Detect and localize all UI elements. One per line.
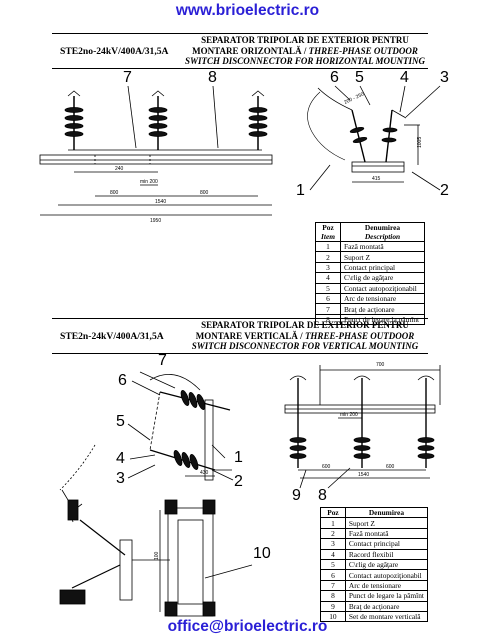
legend-col2-en: Description (364, 232, 401, 241)
dim-1950: 1950 (150, 218, 161, 224)
s1-callout-1: 1 (296, 182, 305, 199)
email-link[interactable]: office@brioelectric.ro (167, 618, 328, 635)
s2-callout-2: 2 (234, 473, 243, 490)
section1-title-en-1: THREE-PHASE OUTDOOR (308, 45, 418, 56)
section1-title-ro-1: SEPARATOR TRIPOLAR DE EXTERIOR PENTRU (201, 35, 409, 45)
s1-callout-3: 3 (440, 69, 449, 86)
section1-title-sep: / (303, 45, 307, 56)
section2-title-ro-2: MONTARE VERTICALĂ (195, 330, 298, 341)
dim-min200-2: min 200 (340, 412, 358, 418)
legend-col2-ro: Denumirea (364, 223, 401, 232)
section2-header: STE2n-24kV/400A/31,5A SEPARATOR TRIPOLAR… (52, 318, 428, 354)
side-view-2 (59, 371, 234, 491)
dim-700: 700 (376, 362, 385, 368)
dim-100: 100 (154, 551, 160, 560)
s1-callout-8: 8 (208, 69, 217, 86)
s1-callout-5: 5 (355, 69, 364, 86)
s2-callout-4: 4 (116, 450, 125, 467)
dim-1540: 1540 (155, 199, 166, 205)
side-view-1 (307, 85, 441, 191)
section2-title-ro-1: SEPARATOR TRIPOLAR DE EXTERIOR PENTRU (201, 320, 409, 330)
s1-callout-6: 6 (330, 69, 339, 86)
dim-600a: 600 (322, 464, 331, 470)
dim-800a: 800 (110, 190, 119, 196)
section2-title-en-1: THREE-PHASE OUTDOOR (304, 330, 415, 341)
section1-title-ro-2: MONTARE ORIZONTALĂ (192, 45, 302, 56)
s2-callout-7: 7 (158, 352, 167, 369)
dim-415: 415 (372, 176, 381, 182)
dim-240: 240 (115, 166, 124, 172)
s2-callout-6: 6 (118, 372, 127, 389)
insulator-2 (148, 90, 168, 150)
website-link[interactable]: www.brioelectric.ro (175, 2, 320, 19)
legend-col1-ro: Poz (322, 223, 334, 232)
section1-title-en-2: SWITCH DISCONNECTOR FOR HORIZONTAL MOUNT… (184, 56, 426, 66)
s1-callout-7: 7 (123, 69, 132, 86)
front-view-2 (284, 365, 441, 489)
insulator-3 (248, 90, 268, 150)
dim-min200: min 200 (140, 179, 158, 185)
dim-800b: 800 (200, 190, 209, 196)
s2-callout-1: 1 (234, 449, 243, 466)
section1-title: SEPARATOR TRIPOLAR DE EXTERIOR PENTRU MO… (180, 35, 430, 67)
s2-callout-8: 8 (318, 487, 327, 504)
s1-callout-4: 4 (400, 69, 409, 86)
s2-callout-9: 9 (292, 487, 301, 504)
s2-callout-3: 3 (116, 470, 125, 487)
section2-title: SEPARATOR TRIPOLAR DE EXTERIOR PENTRU MO… (180, 320, 430, 352)
legend-header: Poz Denumirea (320, 506, 429, 519)
vertical-mount-assembly (59, 489, 253, 617)
s1-callout-2: 2 (440, 182, 449, 199)
s2-callout-5: 5 (116, 413, 125, 430)
dim-600b: 600 (386, 464, 395, 470)
dim-1540-2: 1540 (358, 472, 369, 478)
legend-col1-en: Item (321, 232, 335, 241)
section1-model: STE2no-24kV/400A/31,5A (60, 46, 169, 57)
dim-430: 430 (200, 470, 209, 476)
section1-header: STE2no-24kV/400A/31,5A SEPARATOR TRIPOLA… (52, 33, 428, 69)
section2-model: STE2n-24kV/400A/31,5A (60, 331, 164, 342)
insulator-1 (64, 90, 84, 150)
dim-1005: 1005 (417, 137, 423, 148)
section2-title-sep: / (300, 330, 303, 341)
base-frame (39, 154, 273, 165)
section2-title-en-2: SWITCH DISCONNECTOR FOR VERTICAL MOUNTIN… (191, 341, 419, 351)
s2-callout-10: 10 (253, 545, 271, 562)
